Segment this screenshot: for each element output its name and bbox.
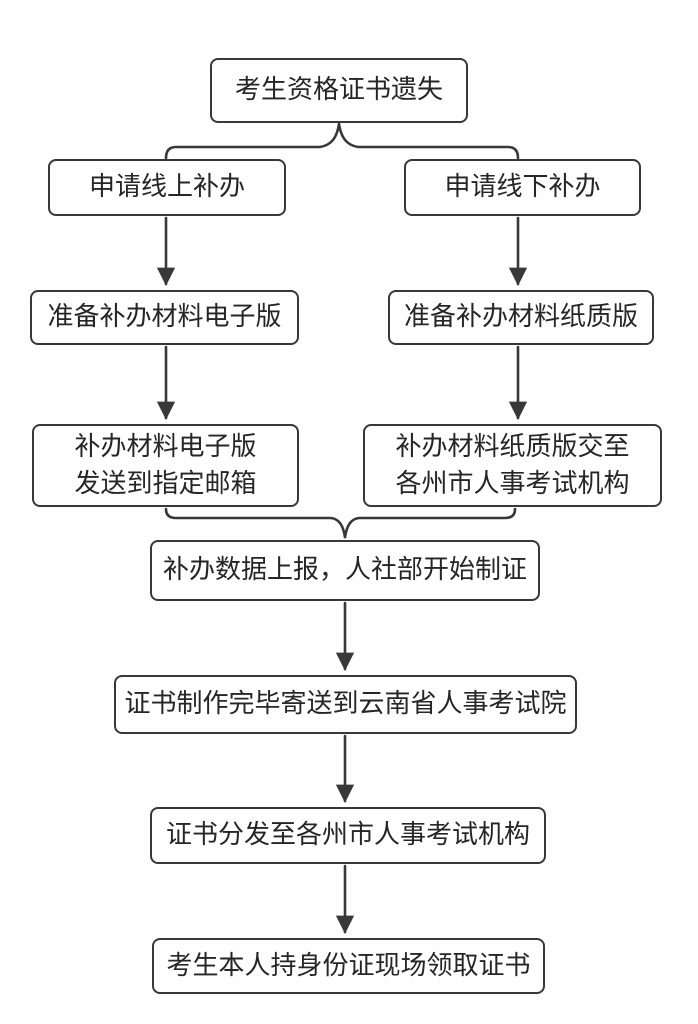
node-label-line1: 补办材料电子版: [74, 431, 257, 461]
node-cert-distributed: 证书分发至各州市人事考试机构: [150, 807, 546, 864]
node-send-to-mailbox: 补办材料电子版 发送到指定邮箱: [32, 424, 299, 507]
node-cert-made-sent-to-province: 证书制作完毕寄送到云南省人事考试院: [114, 675, 577, 734]
node-data-reported-cert-making: 补办数据上报，人社部开始制证: [150, 540, 540, 601]
merge-brace-right: [343, 507, 517, 539]
node-label: 补办数据上报，人社部开始制证: [162, 555, 527, 585]
node-certificate-lost: 考生资格证书遗失: [210, 58, 468, 123]
node-label: 证书分发至各州市人事考试机构: [165, 820, 530, 850]
split-brace-right: [337, 122, 520, 160]
node-label: 考生本人持身份证现场领取证书: [166, 950, 531, 980]
node-submit-to-exam-agency: 补办材料纸质版交至 各州市人事考试机构: [363, 424, 662, 507]
node-prepare-paper-materials: 准备补办材料纸质版: [388, 290, 654, 345]
node-prepare-digital-materials: 准备补办材料电子版: [30, 290, 299, 345]
node-label: 申请线下补办: [444, 172, 601, 202]
node-label: 证书制作完毕寄送到云南省人事考试院: [124, 689, 567, 719]
node-collect-in-person: 考生本人持身份证现场领取证书: [152, 938, 545, 994]
node-label: 考生资格证书遗失: [234, 75, 443, 105]
split-brace-left: [164, 122, 341, 160]
node-label-line1: 补办材料纸质版交至: [395, 431, 630, 461]
node-label: 申请线上补办: [88, 172, 245, 202]
merge-brace-left: [164, 507, 347, 539]
node-label-line2: 各州市人事考试机构: [395, 468, 630, 498]
node-label: 准备补办材料电子版: [47, 302, 282, 332]
node-apply-offline: 申请线下补办: [404, 159, 641, 216]
node-label: 准备补办材料纸质版: [403, 302, 638, 332]
node-label-line2: 发送到指定邮箱: [74, 468, 257, 498]
node-apply-online: 申请线上补办: [48, 159, 286, 216]
